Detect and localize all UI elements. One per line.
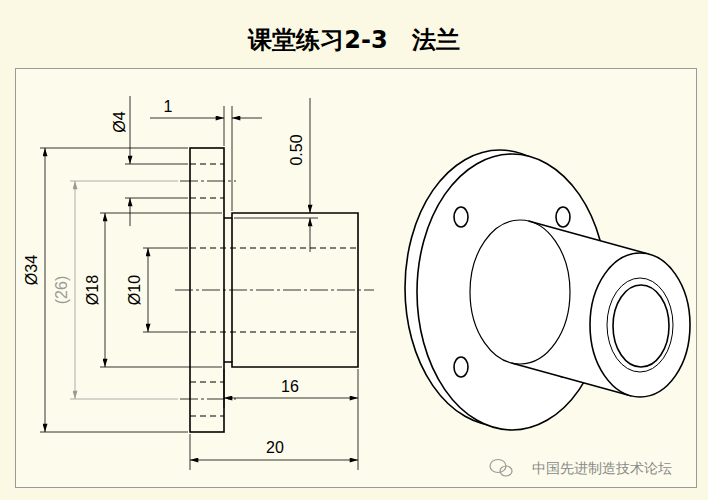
reference-dimension-text: (26) [54, 275, 70, 305]
dimension-lines [40, 96, 358, 470]
reference-dimension [70, 181, 178, 399]
dimension-text: Ø4 [112, 110, 128, 133]
drawing-panel [16, 69, 697, 488]
isometric-view [405, 150, 690, 430]
center-lines [175, 181, 374, 399]
watermark-icon [490, 460, 512, 477]
dimension-text: 16 [280, 379, 300, 395]
slide-title: 课堂练习2-3 法兰 [247, 28, 460, 52]
dimension-text: Ø34 [24, 254, 40, 286]
dimension-text: Ø18 [85, 274, 101, 306]
dimension-text: 1 [163, 99, 174, 115]
dimension-text: 0.50 [289, 133, 305, 166]
dimension-text: 20 [265, 440, 285, 456]
watermark: 中国先进制造技术论坛 [531, 461, 673, 475]
dimension-text: Ø10 [127, 274, 143, 306]
